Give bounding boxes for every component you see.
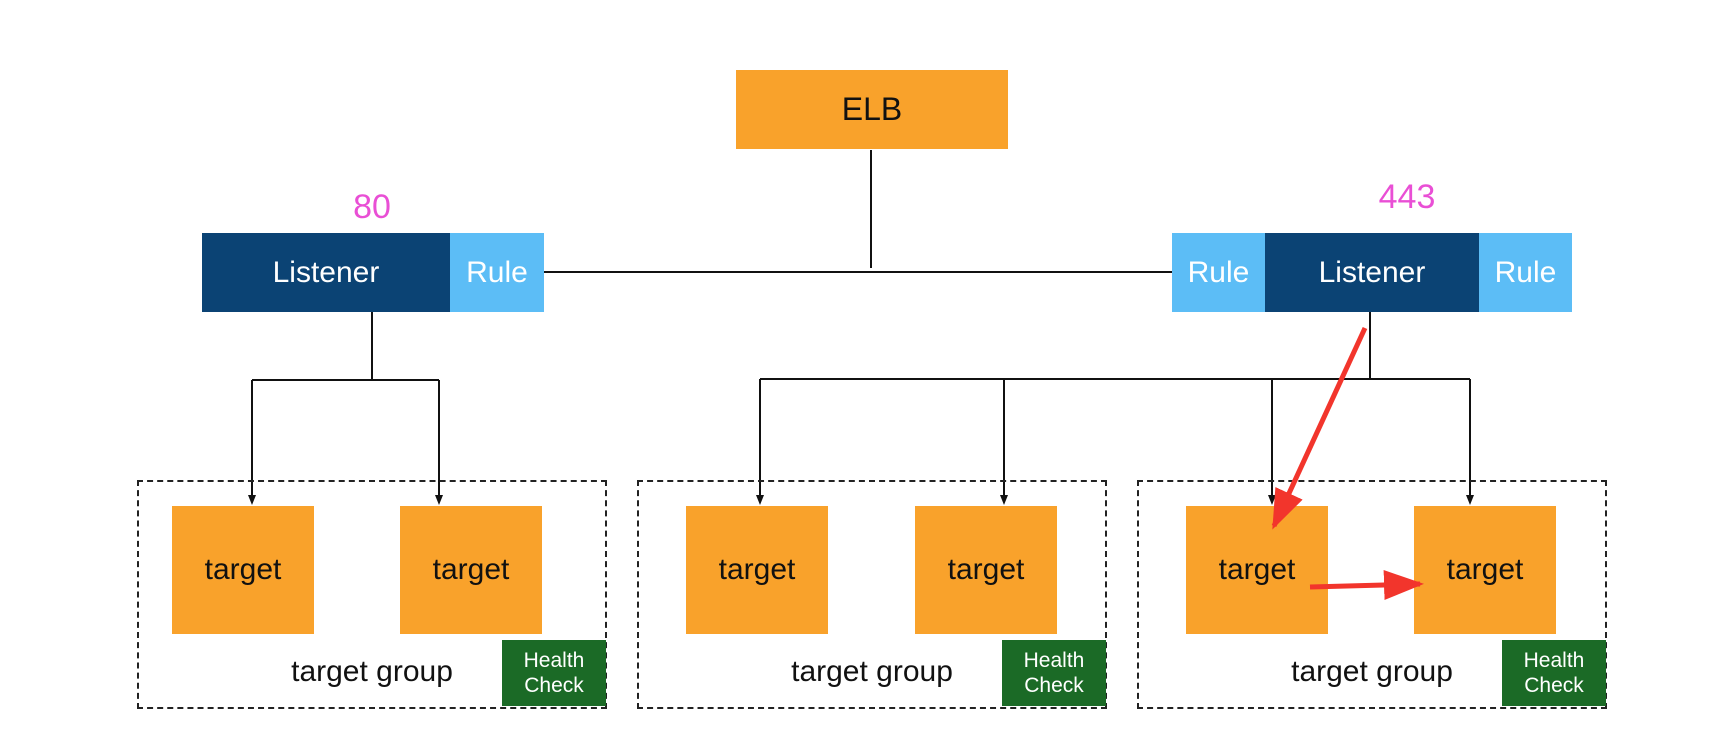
target-label: target <box>1446 553 1524 586</box>
left-listener-box: Listener <box>202 233 450 312</box>
left-listener-label: Listener <box>272 255 380 289</box>
health-check-line-1: Health <box>1523 649 1585 672</box>
elb-label: ELB <box>841 91 903 127</box>
target-box-5: target <box>1186 506 1328 634</box>
target-group-3 <box>1137 480 1607 709</box>
port-443-label: 443 <box>1378 178 1436 216</box>
health-check-line-2: Check <box>524 674 584 697</box>
target-group-1 <box>137 480 607 709</box>
elb-box: ELB <box>736 70 1008 149</box>
target-label: target <box>947 553 1025 586</box>
right-rule-right-box: Rule <box>1479 233 1572 312</box>
target-box-2: target <box>400 506 542 634</box>
target-box-1: target <box>172 506 314 634</box>
red-arrow-target-to-target <box>1309 569 1424 600</box>
health-check-badge-3: Health Check <box>1502 640 1606 706</box>
health-check-badge-2: Health Check <box>1002 640 1106 706</box>
right-rule-left-box: Rule <box>1172 233 1265 312</box>
right-rule-left-label: Rule <box>1187 255 1250 289</box>
target-box-4: target <box>915 506 1057 634</box>
left-rule-box: Rule <box>450 233 544 312</box>
right-rule-right-label: Rule <box>1494 255 1557 289</box>
red-arrow-listener-to-target <box>1271 326 1368 530</box>
right-listener-label: Listener <box>1318 255 1426 289</box>
right-listener-box: Listener <box>1265 233 1479 312</box>
target-box-6: target <box>1414 506 1556 634</box>
target-label: target <box>204 553 282 586</box>
port-80-label: 80 <box>353 188 391 226</box>
target-group-label-3: target group <box>1291 655 1453 688</box>
target-label: target <box>718 553 796 586</box>
target-group-label-2: target group <box>791 655 953 688</box>
target-label: target <box>1218 553 1296 586</box>
target-group-label-1: target group <box>291 655 453 688</box>
health-check-badge-1: Health Check <box>502 640 606 706</box>
health-check-line-2: Check <box>1524 674 1584 697</box>
left-rule-label: Rule <box>466 255 528 289</box>
health-check-line-1: Health <box>1023 649 1085 672</box>
health-check-line-1: Health <box>523 649 585 672</box>
target-label: target <box>432 553 510 586</box>
target-group-2 <box>637 480 1107 709</box>
target-box-3: target <box>686 506 828 634</box>
health-check-line-2: Check <box>1024 674 1084 697</box>
